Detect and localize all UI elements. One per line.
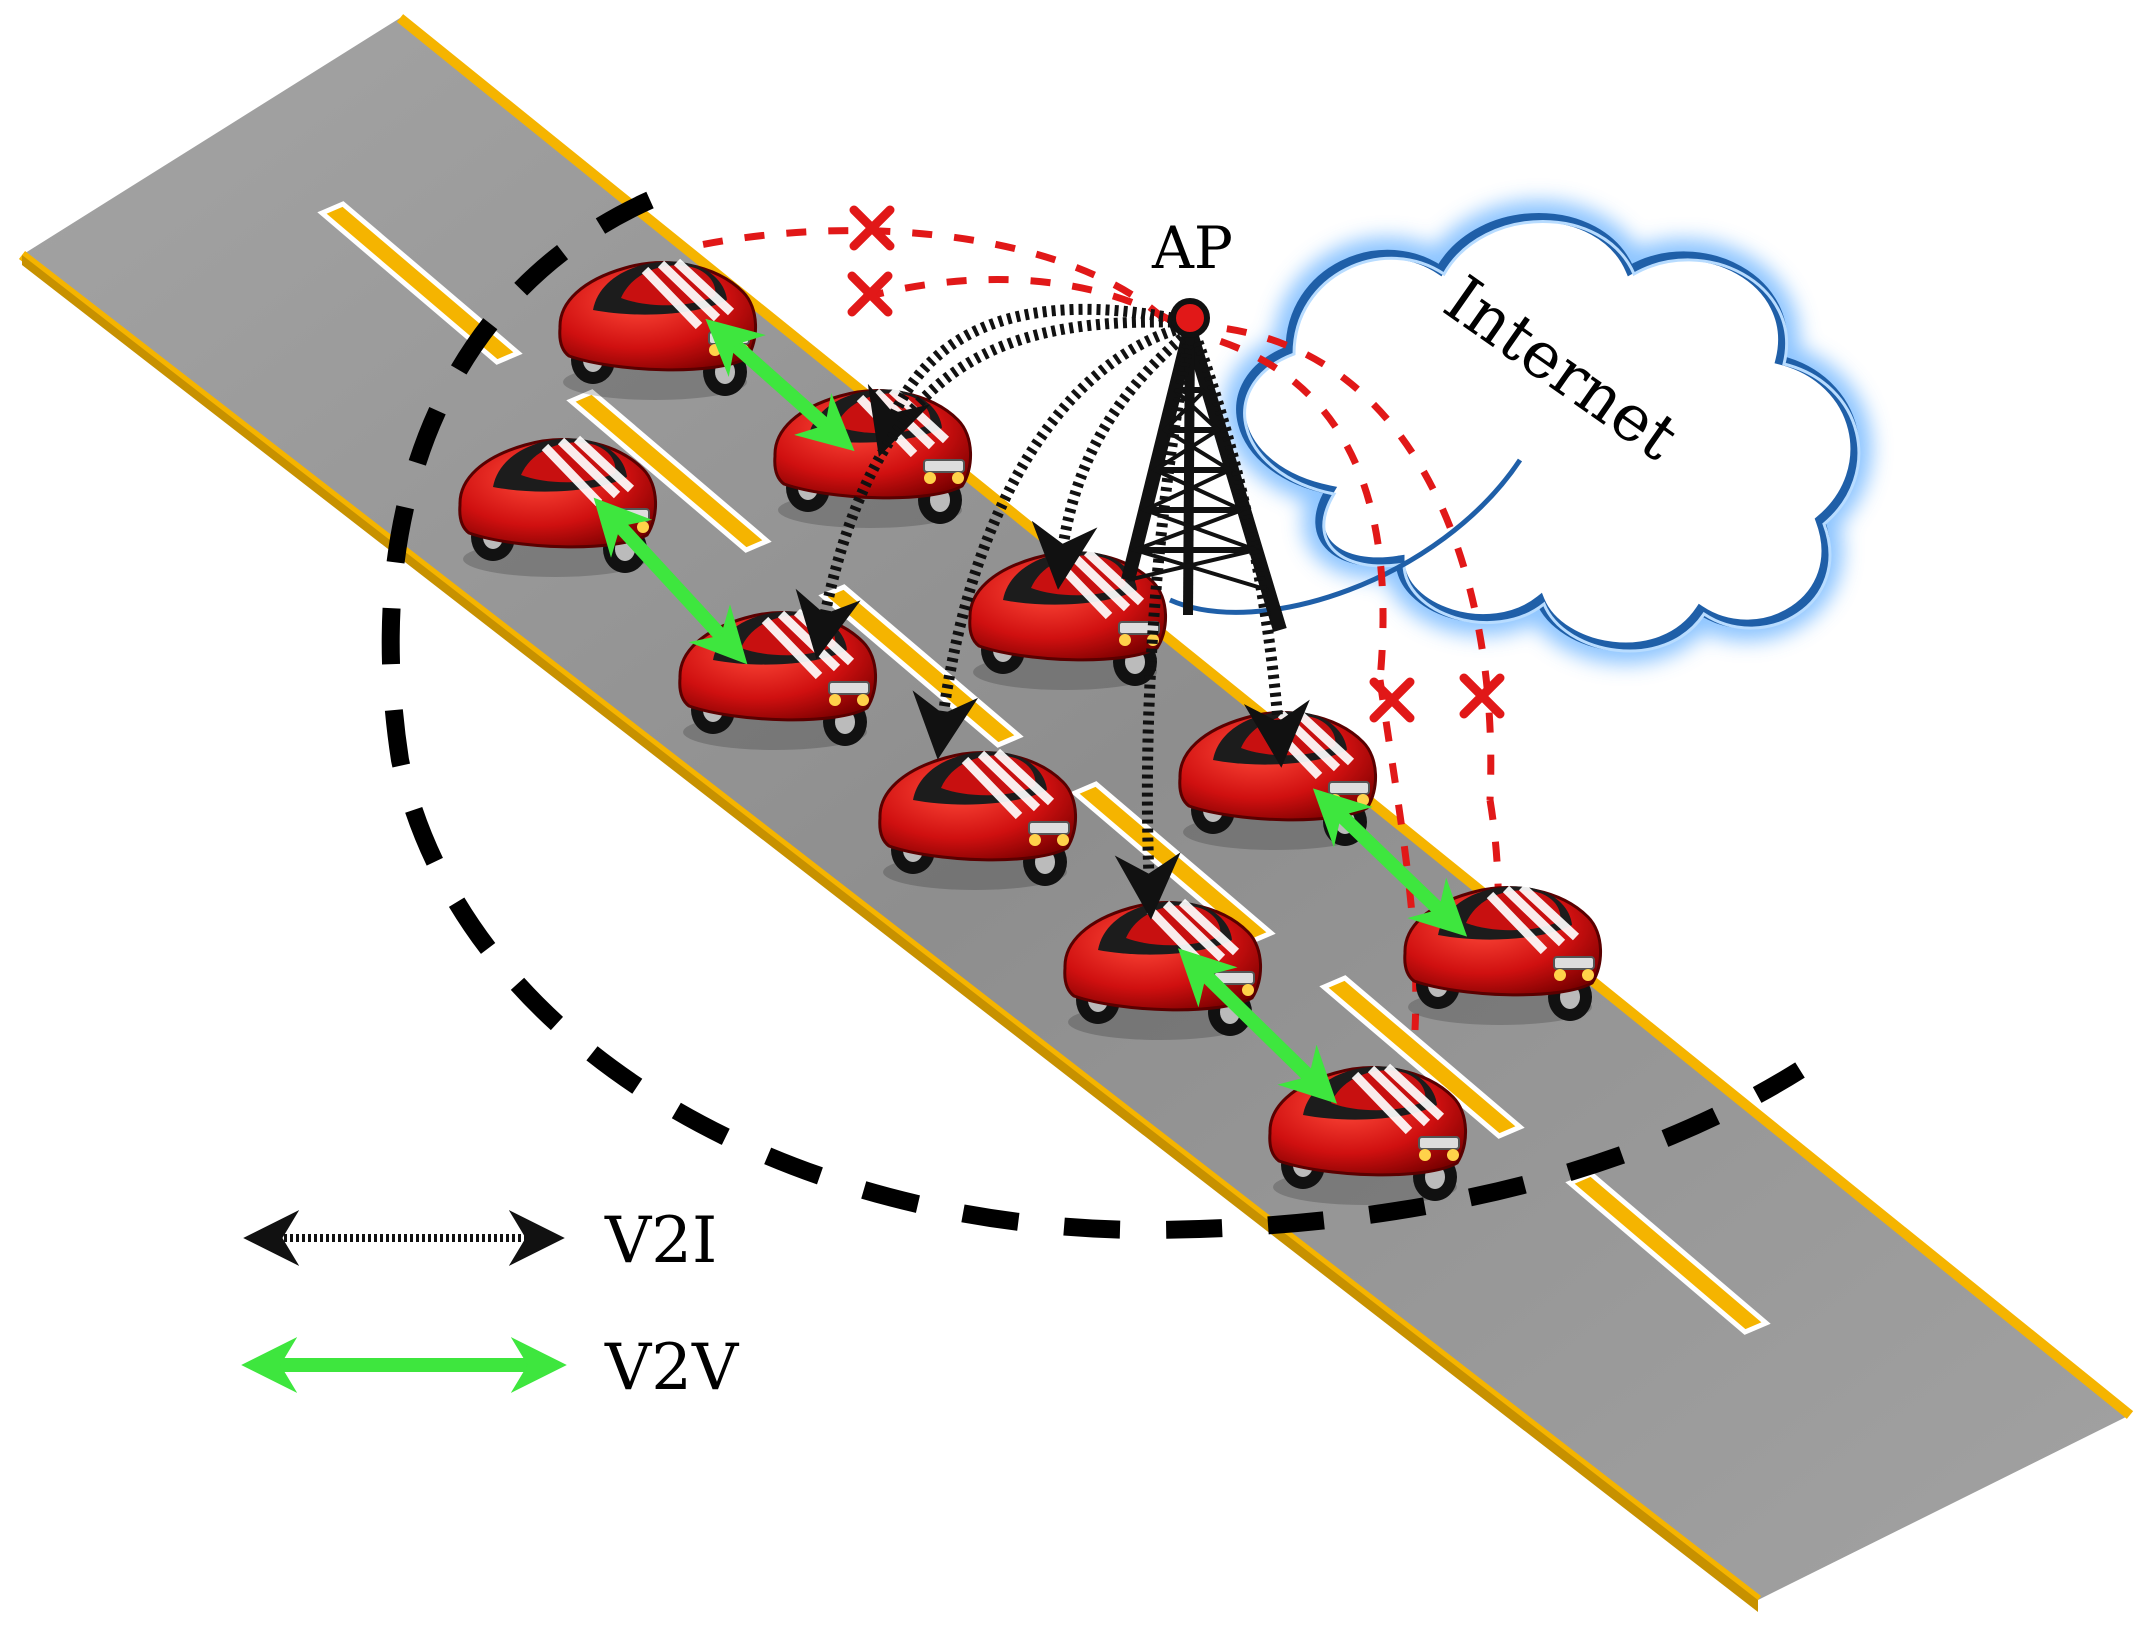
blocked-x-icon bbox=[1464, 678, 1500, 714]
v2i-links bbox=[795, 303, 1310, 920]
car-icon bbox=[460, 438, 656, 577]
ap-tower-icon bbox=[1121, 298, 1287, 633]
car-icon bbox=[1270, 1066, 1466, 1205]
v2v-links bbox=[593, 318, 1468, 1104]
legend-item-v2v: V2V bbox=[241, 1331, 740, 1405]
legend-item-v2i: V2I bbox=[243, 1204, 717, 1278]
legend: V2I V2V bbox=[241, 1204, 740, 1405]
lane-dash bbox=[317, 201, 523, 365]
backhaul-link bbox=[1168, 458, 1523, 615]
cloud-icon bbox=[1223, 200, 1872, 664]
legend-label-v2i: V2I bbox=[604, 1204, 717, 1278]
car-icon bbox=[880, 751, 1076, 890]
legend-label-v2v: V2V bbox=[604, 1331, 740, 1405]
coverage-boundary bbox=[381, 191, 1805, 1240]
ap-label: AP bbox=[1151, 214, 1233, 282]
car-icon bbox=[1065, 901, 1261, 1040]
